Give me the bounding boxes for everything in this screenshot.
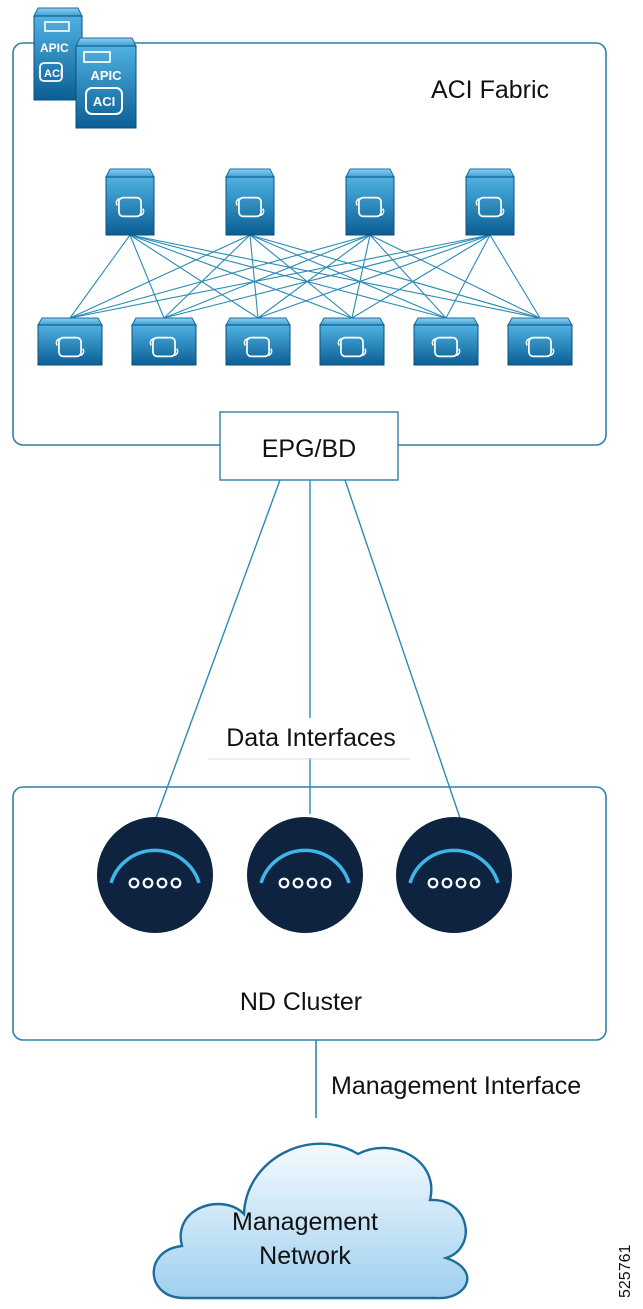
management-network-cloud <box>152 1142 469 1300</box>
management-network-line2: Network <box>259 1242 351 1270</box>
nd-node-2 <box>245 815 365 935</box>
nd-cluster-label: ND Cluster <box>240 988 362 1016</box>
management-interface-label: Management Interface <box>331 1072 581 1100</box>
spine-switch-2 <box>226 169 274 235</box>
leaf-switch-5 <box>414 318 478 365</box>
leaf-switch-2 <box>132 318 196 365</box>
fabric-link <box>249 234 353 319</box>
fabric-link <box>351 234 371 319</box>
apic-controller-front: APIC ACI <box>75 37 137 129</box>
fabric-links <box>69 234 541 319</box>
fabric-link <box>489 234 541 319</box>
leaf-switch-6 <box>508 318 572 365</box>
fabric-link <box>249 234 259 319</box>
fabric-link <box>163 234 371 319</box>
spine-switch-4 <box>466 169 514 235</box>
leaf-switch-3 <box>226 318 290 365</box>
spine-switch-3 <box>346 169 394 235</box>
fabric-link <box>129 234 541 319</box>
epg-bd-box <box>219 411 399 481</box>
apic-back-label: APIC <box>40 41 69 55</box>
fabric-link <box>249 234 447 319</box>
apic-controller-back: APIC ACI <box>33 7 83 101</box>
data-interface-links <box>155 479 461 819</box>
spine-switch-1 <box>106 169 154 235</box>
fabric-link <box>163 234 251 319</box>
fabric-link <box>249 234 541 319</box>
fabric-link <box>69 234 131 319</box>
fabric-link <box>129 234 447 319</box>
data-interfaces-label: Data Interfaces <box>226 724 396 752</box>
fabric-link <box>369 234 447 319</box>
fabric-link <box>69 234 371 319</box>
fabric-link <box>257 234 491 319</box>
fabric-link <box>129 234 165 319</box>
apic-back-aci-label: ACI <box>44 68 63 80</box>
fabric-link <box>69 234 491 319</box>
apic-label: APIC <box>90 68 122 83</box>
fabric-link <box>445 234 491 319</box>
leaf-switch-4 <box>320 318 384 365</box>
fabric-link <box>257 234 371 319</box>
apic-aci-label: ACI <box>93 94 115 109</box>
data-interfaces-label-bg <box>204 718 412 758</box>
fabric-link <box>163 234 491 319</box>
figure-id: 525761 <box>617 1245 634 1298</box>
aci-fabric-title: ACI Fabric <box>431 76 549 104</box>
nd-node-1 <box>95 815 215 935</box>
fabric-link <box>69 234 251 319</box>
fabric-link <box>369 234 541 319</box>
nd-node-3 <box>394 815 514 935</box>
leaf-switch-1 <box>38 318 102 365</box>
fabric-link <box>129 234 259 319</box>
epg-bd-label: EPG/BD <box>262 435 356 463</box>
fabric-link <box>351 234 491 319</box>
fabric-link <box>129 234 353 319</box>
management-network-line1: Management <box>232 1208 378 1236</box>
